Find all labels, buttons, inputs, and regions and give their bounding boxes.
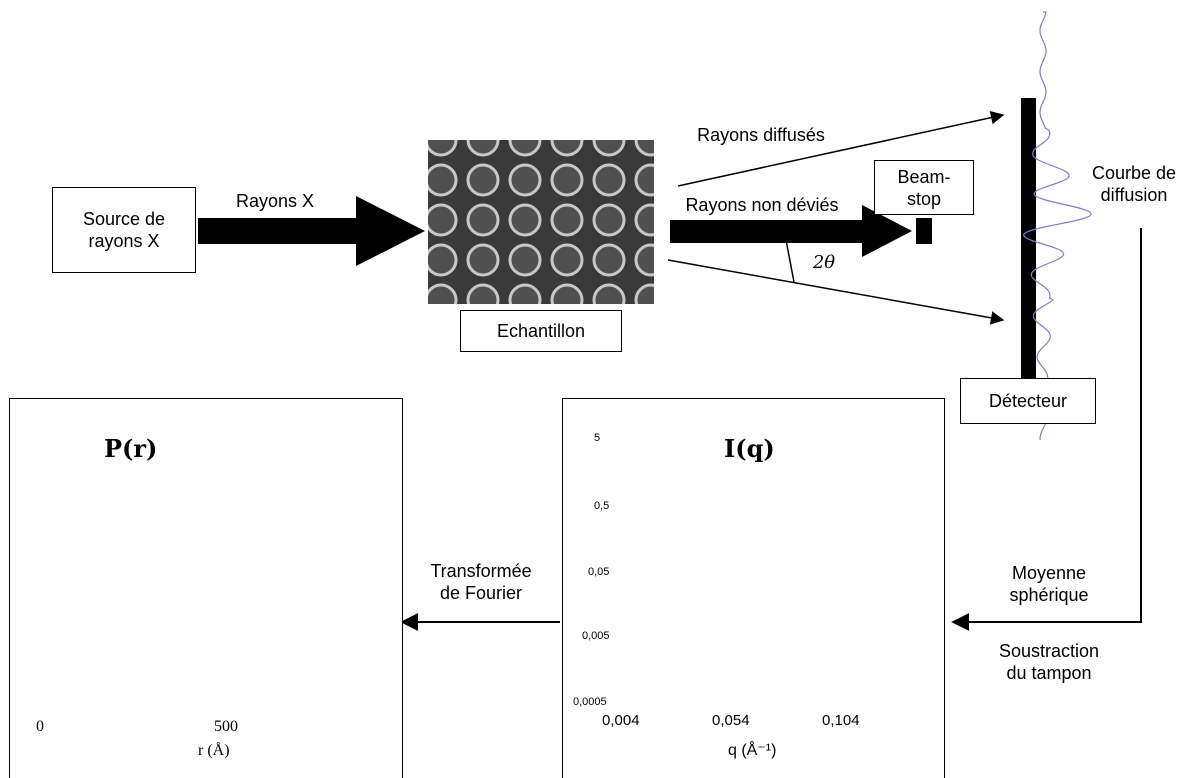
angle-line [785, 239, 795, 283]
iq-x-tick-0.104: 0,104 [822, 712, 860, 729]
undeviated-rays-label: Rayons non déviés [685, 195, 839, 215]
detector-label-box: Détecteur [960, 378, 1096, 424]
undeviated-beam-arrow [670, 205, 912, 257]
scattered-ray-upper [677, 110, 1005, 187]
averaging-label: Moyenne sphérique [1009, 563, 1089, 605]
iq-y-tick-0.005: 0,005 [582, 630, 610, 642]
pr-x-label: r (Å) [198, 742, 230, 759]
fourier-label: Transformée de Fourier [430, 561, 532, 603]
pr-panel [9, 398, 403, 778]
iq-x-tick-0.004: 0,004 [602, 712, 640, 729]
sample-label-box: Echantillon [460, 310, 622, 352]
pr-x-tick-500: 500 [214, 718, 238, 735]
detector-bar [1021, 98, 1036, 388]
xray-label: Rayons X [235, 191, 315, 211]
scattered-ray-lower [667, 259, 1005, 325]
pr-x-tick-0: 0 [36, 718, 44, 735]
iq-panel [562, 398, 945, 778]
scattered-rays-label: Rayons diffusés [697, 125, 825, 145]
sample-image [428, 140, 654, 304]
scattering-trace [1023, 11, 1092, 441]
iq-y-tick-0.5: 0,5 [594, 500, 610, 512]
beamstop-block [916, 218, 932, 244]
iq-x-label: q (Å⁻¹) [728, 742, 777, 759]
xray-beam-arrow [198, 196, 425, 266]
flow-to-iq-arrow [951, 228, 1142, 631]
iq-y-tick-0.05: 0,05 [588, 566, 610, 578]
iq-x-tick-0.054: 0,054 [712, 712, 750, 729]
buffer-label: Soustraction du tampon [998, 641, 1100, 683]
beamstop-box: Beam- stop [874, 160, 974, 215]
iq-y-tick-0.0005: 0,0005 [573, 696, 607, 708]
iq-y-tick-5: 5 [594, 432, 601, 444]
curve-label: Courbe de diffusion [1091, 163, 1177, 205]
source-box: Source de rayons X [52, 187, 196, 273]
pr-title: P(r) [104, 434, 158, 463]
angle-label: 2θ [812, 252, 836, 273]
iq-title: I(q) [724, 434, 775, 463]
